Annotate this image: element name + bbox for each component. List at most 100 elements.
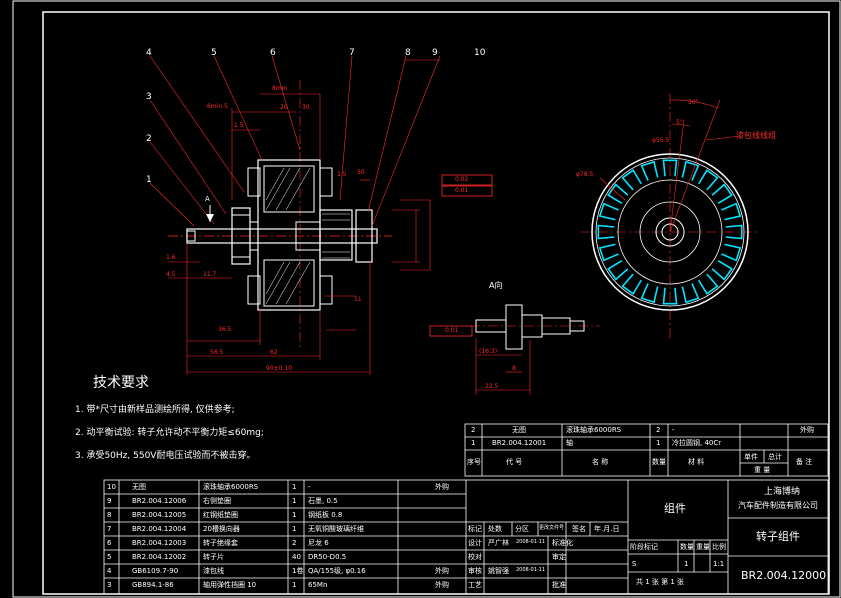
dim-d9: 4.5 bbox=[166, 271, 176, 278]
stator-slot bbox=[598, 243, 619, 262]
dim-d7: 30 bbox=[357, 169, 365, 176]
stage-value: S bbox=[632, 560, 637, 568]
tol-3: 0.01 bbox=[445, 327, 459, 334]
ubom-h-mat: 材 料 bbox=[688, 458, 705, 466]
lbom-row7-no: 3 bbox=[107, 581, 112, 589]
callout-3: 3 bbox=[146, 92, 152, 102]
rev-sign: 签名 bbox=[572, 525, 586, 533]
dim-d18: 8 bbox=[512, 365, 516, 372]
lbom-row1-mat: 石墨, 0.5 bbox=[308, 497, 338, 505]
a-view-label: A向 bbox=[489, 281, 503, 290]
ubom-r1-qty: 1 bbox=[656, 439, 661, 447]
stator-slot bbox=[662, 287, 678, 305]
callout-4: 4 bbox=[146, 48, 152, 58]
dim-d10: 11.7 bbox=[203, 271, 217, 278]
lbom-row4-code: BR2.004.12003 bbox=[132, 539, 187, 547]
rotor-side-view bbox=[149, 55, 493, 375]
lbom-row7-code: GB894.1-86 bbox=[132, 581, 174, 589]
lbom-row6-note: 外购 bbox=[435, 567, 449, 575]
lbom-row7-mat: 65Mn bbox=[308, 581, 328, 589]
note-1: 1. 带*尺寸由新样品测绘所得, 仅供参考; bbox=[75, 405, 235, 415]
stator-slot bbox=[711, 183, 733, 204]
scale-value: 1:1 bbox=[713, 560, 725, 568]
lbom-row6-mat: QA/155级, φ0.16 bbox=[308, 567, 366, 575]
lbom-row4-name: 转子绝缘套 bbox=[203, 539, 238, 547]
ubom-h-total: 总计 bbox=[768, 453, 782, 461]
company-line1: 上海博纳 bbox=[764, 487, 801, 497]
rev-date: 年.月.日 bbox=[594, 525, 620, 533]
lbom-row2-name: 红钢纸垫圈 bbox=[203, 511, 238, 519]
lbom-row6-code: GB6109.7-90 bbox=[132, 567, 179, 575]
stator-slot bbox=[607, 183, 629, 204]
dim-d6: 1.5 bbox=[337, 171, 347, 178]
stator-slot bbox=[640, 160, 659, 181]
lbom-row3-no: 7 bbox=[107, 525, 112, 533]
technical-requirements: 技术要求 1. 带*尺寸由新样品测绘所得, 仅供参考; 2. 动平衡试验: 转子… bbox=[75, 372, 455, 461]
callout-1: 1 bbox=[146, 175, 152, 185]
qty-label: 数量 bbox=[680, 543, 694, 551]
ubom-h-unit: 单件 bbox=[744, 453, 758, 461]
stator-slot bbox=[621, 169, 642, 191]
std-label: 标准化 bbox=[552, 539, 573, 547]
arrow-label: A bbox=[205, 195, 210, 203]
ubom-h-name: 名 称 bbox=[592, 458, 609, 466]
stage-label: 阶段标记 bbox=[630, 543, 658, 551]
design-date: 2008-01-11 bbox=[516, 539, 546, 545]
rev-doc: 更改文件号 bbox=[539, 525, 565, 531]
outer-frame bbox=[12, 0, 841, 598]
dim-d19: φ78.5 bbox=[576, 171, 594, 178]
audit-label: 审核 bbox=[468, 567, 482, 575]
lbom-row3-name: 20槽换向器 bbox=[203, 525, 240, 533]
dim-d11: 36.5 bbox=[218, 326, 232, 333]
dim-d16: (16.3) bbox=[479, 348, 498, 355]
lbom-row0-code: 无图 bbox=[132, 483, 146, 491]
stator-slot bbox=[711, 260, 733, 281]
inner-frame bbox=[42, 11, 830, 595]
note-3: 3. 承受50Hz, 550V耐电压试验而不被击穿。 bbox=[75, 451, 256, 461]
dim-d4: 1.5 bbox=[234, 122, 244, 129]
ubom-r0-code: 无图 bbox=[512, 426, 526, 434]
scale-label: 比例 bbox=[712, 543, 726, 551]
tol-2: 0.01 bbox=[455, 187, 469, 194]
lbom-row2-qty: 1 bbox=[292, 511, 297, 519]
dim-d21: 30° bbox=[688, 99, 699, 106]
dim-d5: 30 bbox=[302, 104, 310, 111]
design-label: 设计 bbox=[468, 539, 482, 547]
dim-d22: 5° bbox=[676, 119, 683, 126]
lbom-row4-mat: 尼龙 6 bbox=[308, 539, 329, 547]
callout-7: 7 bbox=[349, 48, 355, 58]
lbom-row5-code: BR2.004.12002 bbox=[132, 553, 187, 561]
stator-slot bbox=[721, 202, 742, 221]
lbom-row7-qty: 1 bbox=[292, 581, 297, 589]
ubom-r0-name: 滚珠轴承6000RS bbox=[566, 426, 622, 434]
lbom-row0-no: 10 bbox=[107, 483, 116, 491]
rev-mark: 标记 bbox=[468, 525, 482, 533]
lbom-row7-name: 轴用弹性挡圈 10 bbox=[203, 581, 257, 589]
dim-d8: 1.6 bbox=[166, 254, 176, 261]
ubom-r0-no: 2 bbox=[471, 426, 476, 434]
lbom-row2-code: BR2.004.12005 bbox=[132, 511, 187, 519]
winding-annotation: 漆包线线组 bbox=[736, 131, 776, 140]
review-label: 审定 bbox=[552, 553, 566, 561]
stator-slot bbox=[681, 160, 700, 181]
stator-slot bbox=[698, 273, 719, 295]
lbom-row1-code: BR2.004.12006 bbox=[132, 497, 187, 505]
dim-d1: 6min.5 bbox=[207, 103, 228, 110]
ubom-r0-qty: 2 bbox=[656, 426, 661, 434]
lbom-row6-name: 漆包线 bbox=[203, 567, 224, 575]
ubom-r1-mat: 冷拉圆钢, 40Cr bbox=[672, 439, 722, 447]
stator-slot bbox=[598, 202, 619, 221]
stator-slot bbox=[597, 224, 615, 240]
lbom-row0-mat: - bbox=[308, 483, 311, 491]
lbom-row5-qty: 40 bbox=[292, 553, 301, 561]
stator-slot bbox=[725, 224, 743, 240]
ubom-r0-mat: - bbox=[672, 426, 675, 434]
dim-d3: 20 bbox=[280, 104, 288, 111]
callout-6: 6 bbox=[270, 48, 276, 58]
dim-d14: 90±0.10 bbox=[266, 365, 293, 372]
note-2: 2. 动平衡试验: 转子允许动不平衡力矩≤60mg; bbox=[75, 428, 264, 438]
notes-title: 技术要求 bbox=[93, 375, 149, 391]
rev-zone: 分区 bbox=[515, 525, 529, 533]
tables-grid bbox=[103, 423, 829, 595]
